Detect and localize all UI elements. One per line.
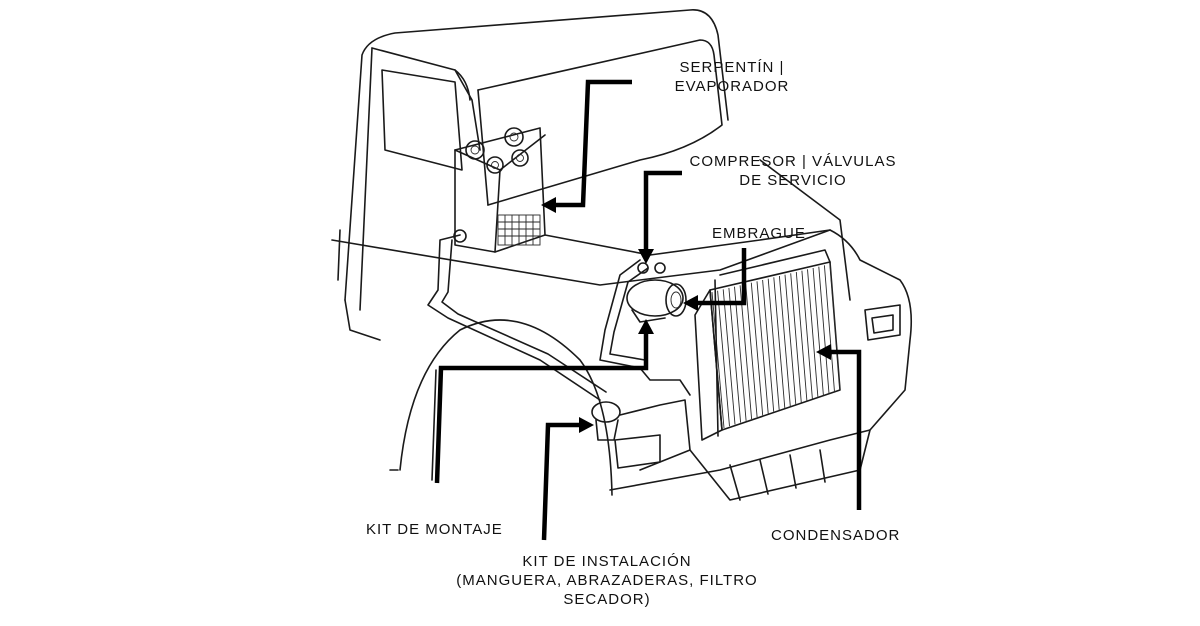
filter-drier: [591, 401, 621, 441]
install-kit-label-line3: SECADOR): [563, 591, 651, 608]
clutch-pointer: [697, 248, 747, 306]
compressor: [626, 262, 687, 323]
evaporator-pointer: [555, 79, 632, 208]
refrigerant-hoses: [427, 229, 691, 471]
evaporator-label: SERPENTÍN | EVAPORADOR: [662, 58, 802, 96]
condenser-label: CONDENSADOR: [771, 527, 901, 544]
condenser: [694, 249, 841, 441]
mounting-kit-pointer: [434, 333, 649, 484]
install-kit-label-line2: (MANGUERA, ABRAZADERAS, FILTRO: [456, 572, 758, 589]
truck-cab: [337, 9, 729, 341]
compressor-label-line2: DE SERVICIO: [739, 172, 847, 189]
install-kit-label-line1: KIT DE INSTALACIÓN: [522, 553, 692, 570]
evaporator-arrowhead: [541, 197, 556, 213]
compressor-label-line1: COMPRESOR | VÁLVULAS: [689, 153, 897, 170]
install-kit-label: KIT DE INSTALACIÓN (MANGUERA, ABRAZADERA…: [452, 552, 762, 609]
truck-hood: [331, 159, 913, 501]
install-kit-pointer: [541, 422, 580, 541]
compressor-label: COMPRESOR | VÁLVULAS DE SERVICIO: [688, 152, 898, 190]
pointer-arrows: [434, 79, 862, 541]
compressor-arrowhead: [638, 249, 654, 264]
clutch-label: EMBRAGUE: [712, 225, 806, 242]
evaporator-label-line2: EVAPORADOR: [674, 78, 790, 95]
compressor-pointer: [643, 170, 682, 250]
evaporator-label-line1: SERPENTÍN |: [679, 59, 785, 76]
condenser-pointer: [830, 349, 862, 510]
clutch-arrowhead: [683, 295, 698, 311]
install-kit-arrowhead: [579, 417, 594, 433]
mounting-kit-label: KIT DE MONTAJE: [366, 521, 503, 538]
mounting-kit-arrowhead: [638, 319, 654, 334]
condenser-arrowhead: [816, 344, 831, 360]
evaporator-unit: [454, 127, 546, 253]
